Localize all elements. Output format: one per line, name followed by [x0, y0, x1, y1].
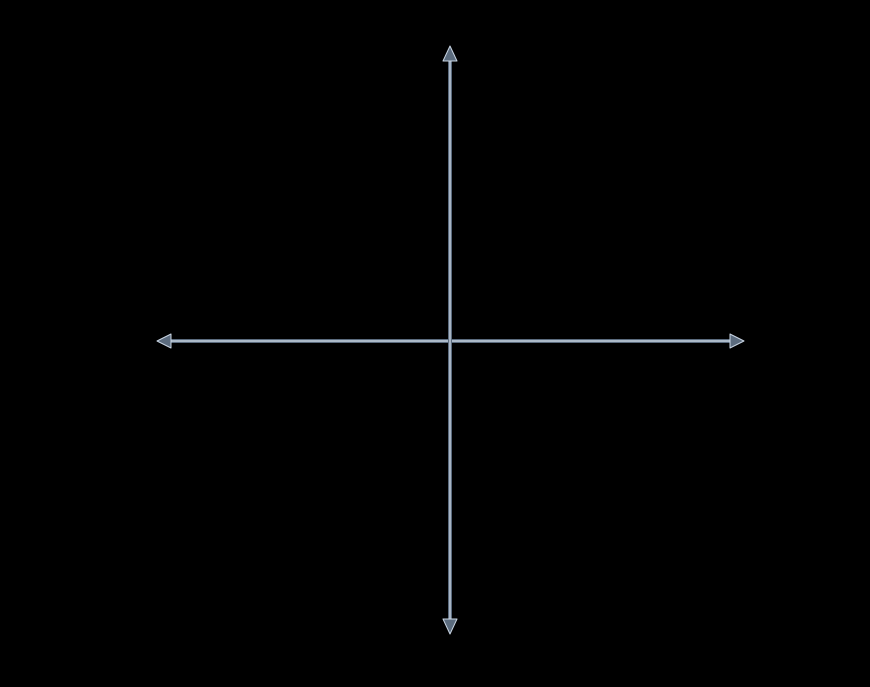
up-arrowhead-icon — [442, 45, 458, 62]
right-arrowhead-icon — [729, 333, 745, 349]
down-arrowhead-icon — [442, 618, 458, 635]
left-arrowhead-icon — [156, 333, 172, 349]
